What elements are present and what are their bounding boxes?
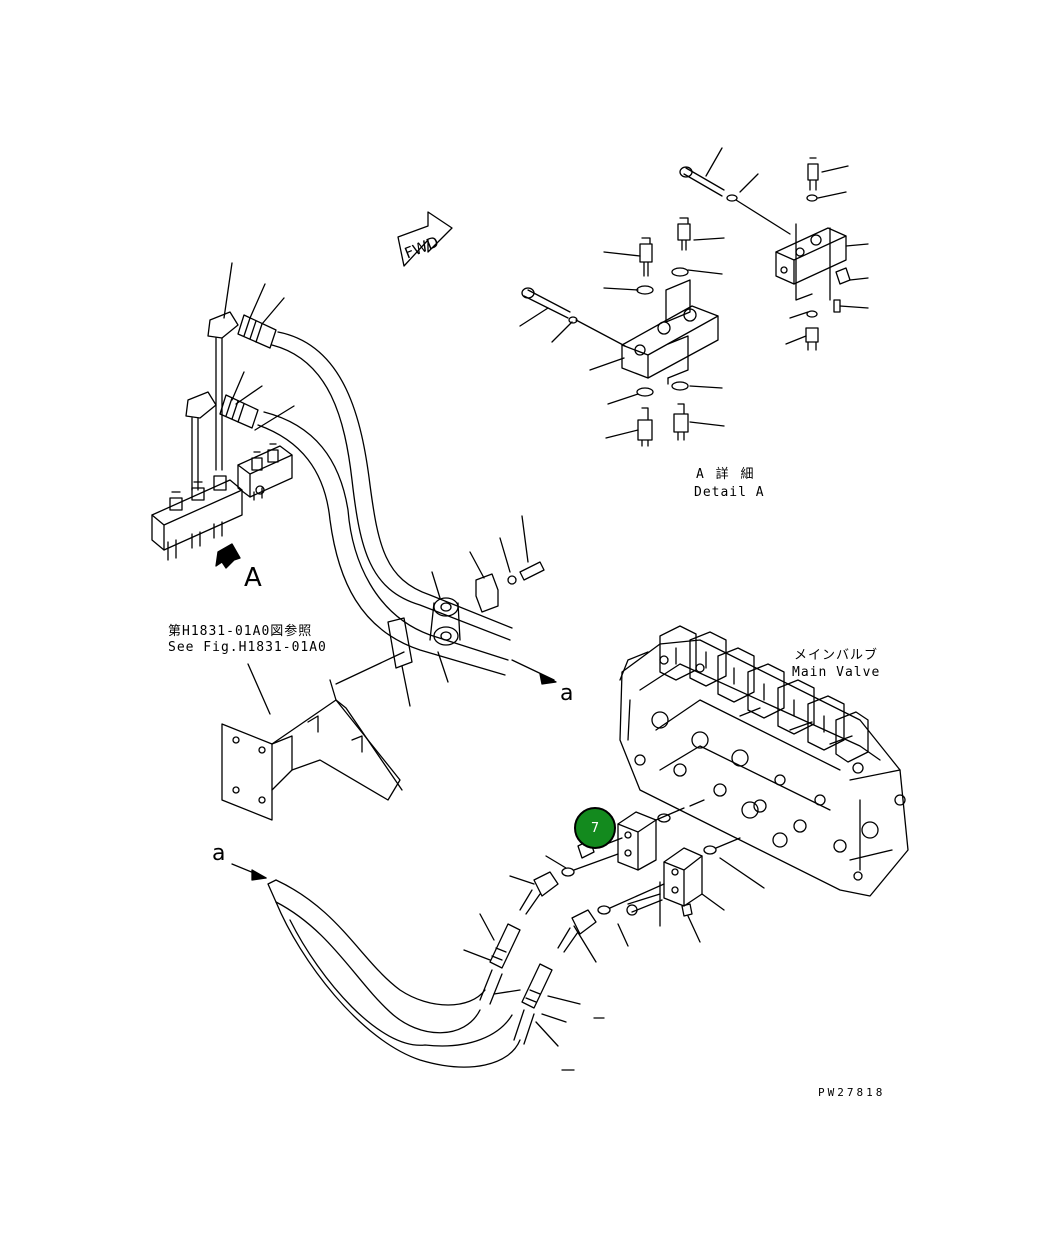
see-fig-jp-label: 第H1831-01A0図参照 [168,624,313,639]
see-fig-en-label: See Fig.H1831-01A0 [168,640,327,655]
ref-a-label-upper: a [560,681,575,706]
part-callout-7[interactable]: 7 [574,807,616,849]
fwd-label: FWD [402,233,441,263]
clamp-assembly [335,515,545,707]
ref-a-label-lower: a [212,841,227,866]
detail-a-en-label: Detail A [694,485,765,500]
support-bracket [221,663,403,821]
view-a-arrow-icon [215,543,241,569]
part-callout-number: 7 [590,820,600,836]
detail-a-jp-label: A 詳 細 [696,467,756,482]
main-valve-drawing [619,625,909,897]
view-a-label: A [244,563,262,593]
detail-a-drawing [519,147,869,447]
lower-hose-assembly [231,659,765,1071]
upper-left-hose-assembly [151,262,513,676]
drawing-number: PW27818 [818,1086,886,1099]
fwd-arrow-icon: FWD [397,211,453,267]
main-valve-jp-label: メインバルブ [794,648,879,663]
main-valve-en-label: Main Valve [792,665,881,680]
